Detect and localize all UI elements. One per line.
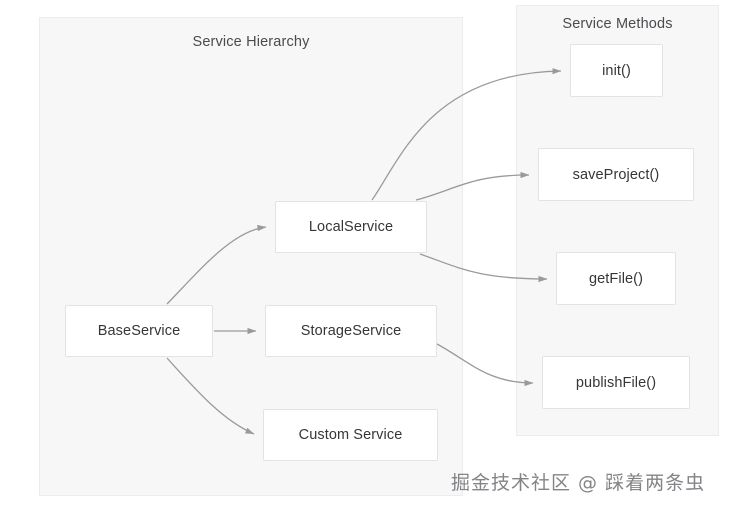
node-local-service[interactable]: LocalService [275,201,427,253]
node-label: publishFile() [575,374,657,391]
node-method-get-file[interactable]: getFile() [556,252,676,305]
node-label: Custom Service [298,427,403,443]
panel-title-service-methods: Service Methods [562,16,673,32]
node-base-service[interactable]: BaseService [65,305,213,357]
node-storage-service[interactable]: StorageService [265,305,437,357]
node-custom-service[interactable]: Custom Service [263,409,438,461]
watermark-text: 掘金技术社区 @ 踩着两条虫 [451,472,706,494]
node-label: LocalService [308,219,394,235]
node-label: init() [602,62,631,79]
node-label: BaseService [97,323,181,339]
node-method-init[interactable]: init() [570,44,663,97]
node-label: StorageService [300,323,402,339]
panel-title-service-hierarchy: Service Hierarchy [192,34,310,50]
node-label: saveProject() [572,166,660,183]
node-method-publish-file[interactable]: publishFile() [542,356,690,409]
node-label: getFile() [588,270,644,287]
node-method-save-project[interactable]: saveProject() [538,148,694,201]
